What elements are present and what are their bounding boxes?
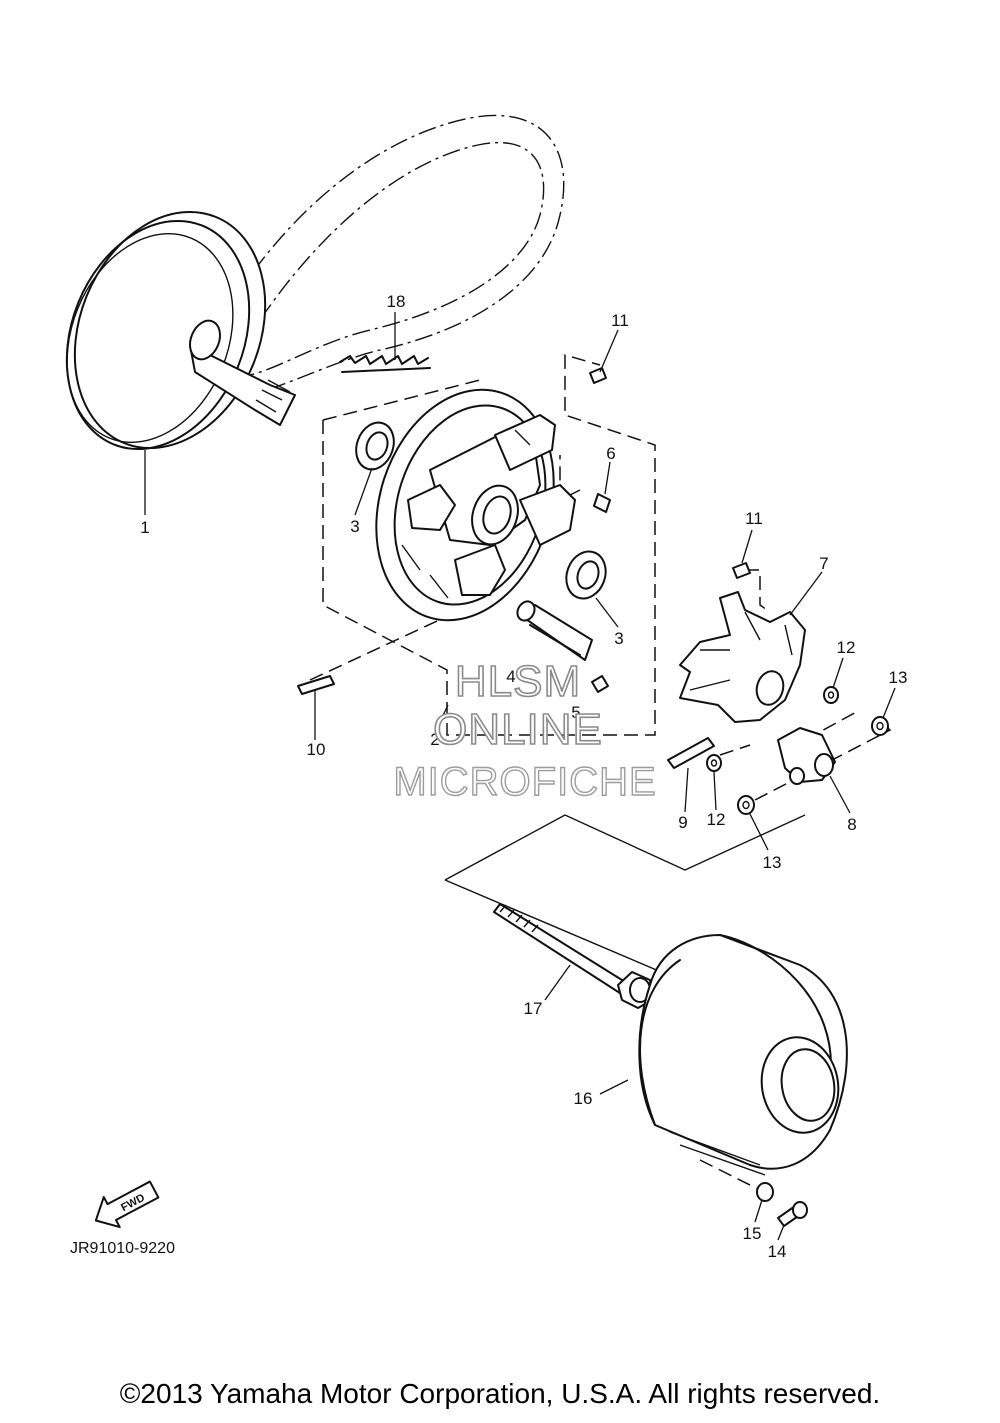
callout-8: 8	[847, 815, 856, 834]
part-7-spider	[679, 591, 806, 723]
part-16-sheave-cover	[638, 934, 848, 1176]
callout-9: 9	[678, 813, 687, 832]
part-5-screw	[591, 675, 609, 693]
callout-10: 10	[307, 740, 326, 759]
part-14-screw	[777, 1201, 808, 1227]
callout-2: 2	[430, 730, 439, 749]
part-6-screw	[593, 493, 611, 513]
callout-6: 6	[606, 444, 615, 463]
part-1-primary-sheave	[65, 210, 296, 451]
callout-13-upper: 13	[889, 668, 908, 687]
watermark: HLSM ONLINE MICROFICHE	[393, 656, 657, 805]
callout-16: 16	[574, 1089, 593, 1108]
callout-11-lower: 11	[745, 509, 763, 528]
watermark-line-2: ONLINE	[433, 705, 603, 754]
callout-4: 4	[506, 667, 515, 686]
part-10-pin	[297, 675, 335, 695]
callout-11-upper: 11	[611, 311, 629, 330]
part-9-pin	[667, 737, 715, 769]
callout-17: 17	[524, 999, 543, 1018]
callout-15: 15	[743, 1224, 762, 1243]
fwd-arrow-icon: FWD	[94, 1180, 160, 1229]
callout-12-lower: 12	[707, 810, 726, 829]
callout-12-upper: 12	[837, 638, 856, 657]
part-11-set-screw-lower	[732, 562, 751, 579]
part-17-bolt	[493, 903, 653, 1009]
callout-3-upper: 3	[350, 517, 359, 536]
part-4-collar	[516, 600, 593, 661]
callout-5: 5	[571, 703, 580, 722]
callout-13-lower: 13	[763, 853, 782, 872]
part-18-drive-belt	[204, 114, 565, 396]
sheave-cap-assembly	[375, 388, 576, 622]
watermark-line-1: HLSM	[455, 657, 581, 706]
callout-7: 7	[819, 554, 828, 573]
callout-3-lower: 3	[614, 629, 623, 648]
drawing-code: JR91010-9220	[70, 1240, 175, 1257]
part-12-washer-b	[706, 754, 722, 772]
leader-lines	[144, 312, 896, 1241]
copyright-notice: ©2013 Yamaha Motor Corporation, U.S.A. A…	[119, 1378, 881, 1409]
callout-14: 14	[768, 1242, 787, 1261]
callout-18: 18	[387, 292, 406, 311]
callout-labels: 1 18 11 6 3 3 4 5 2 10 11 7 12 13 12 9 8…	[140, 292, 907, 1261]
part-13-washer-b	[737, 795, 755, 815]
part-12-washer-a	[823, 686, 839, 704]
part-8-weight	[777, 727, 836, 785]
part-3-seal-lower	[565, 550, 607, 600]
watermark-line-3: MICROFICHE	[393, 760, 656, 804]
callout-1: 1	[140, 518, 149, 537]
part-11-set-screw-upper	[589, 367, 607, 384]
part-15-washer	[756, 1182, 774, 1202]
part-3-seal-upper	[355, 421, 395, 471]
part-13-washer-a	[871, 716, 889, 736]
